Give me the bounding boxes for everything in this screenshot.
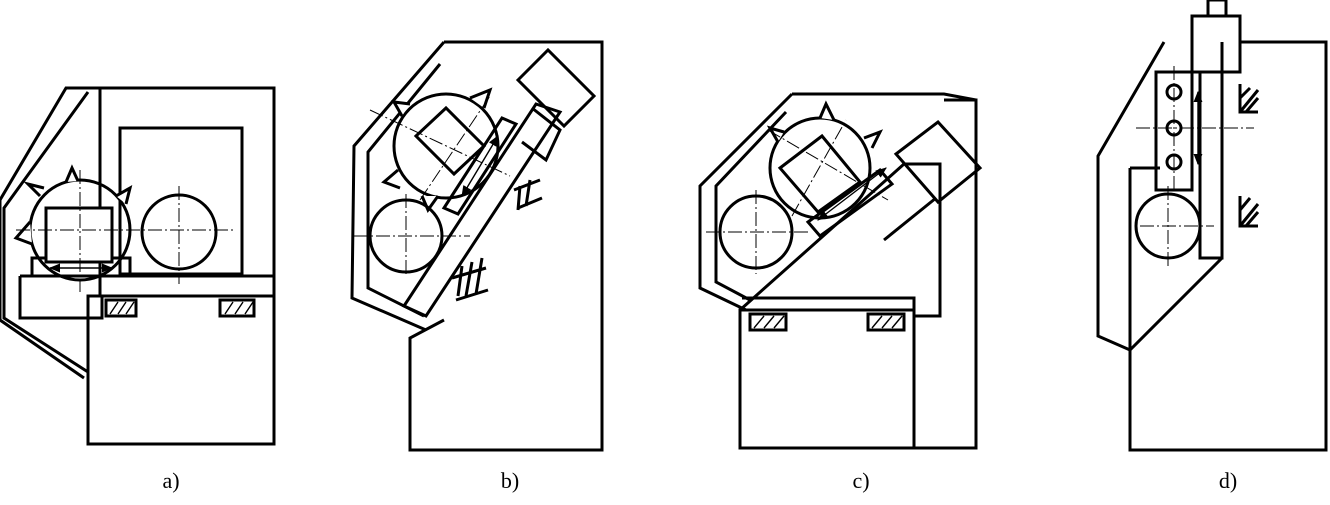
panel-c-tool-block	[777, 133, 863, 215]
panel-c-drawing	[698, 92, 983, 450]
panel-a-drawing	[0, 86, 276, 446]
panel-b-drawing	[350, 40, 604, 452]
panel-d-caption: d)	[1218, 468, 1238, 493]
panel-d-motor	[1190, 14, 1242, 74]
panel-b-caption: b)	[500, 468, 520, 493]
panel-a-bed	[86, 294, 276, 446]
panel-d-drawing	[1096, 0, 1328, 452]
panel-c-feed-arrow	[817, 167, 887, 221]
panel-b-bed	[408, 40, 604, 452]
panel-a-housing	[100, 86, 276, 296]
panel-c-motor	[893, 119, 983, 205]
panel-b-motor	[515, 47, 597, 129]
panel-d-rail	[1198, 70, 1224, 260]
panel-a-carriage	[18, 276, 274, 320]
panel-d-column	[1128, 40, 1328, 452]
panel-a-tool-block	[44, 206, 114, 264]
panel-c-bed	[738, 308, 916, 450]
panel-a-guard	[0, 86, 100, 380]
panel-c-caption: c)	[852, 468, 870, 493]
panel-a-window	[118, 126, 244, 276]
panel-b-feed-arrow	[461, 135, 499, 197]
panel-a-caption: a)	[162, 468, 180, 493]
